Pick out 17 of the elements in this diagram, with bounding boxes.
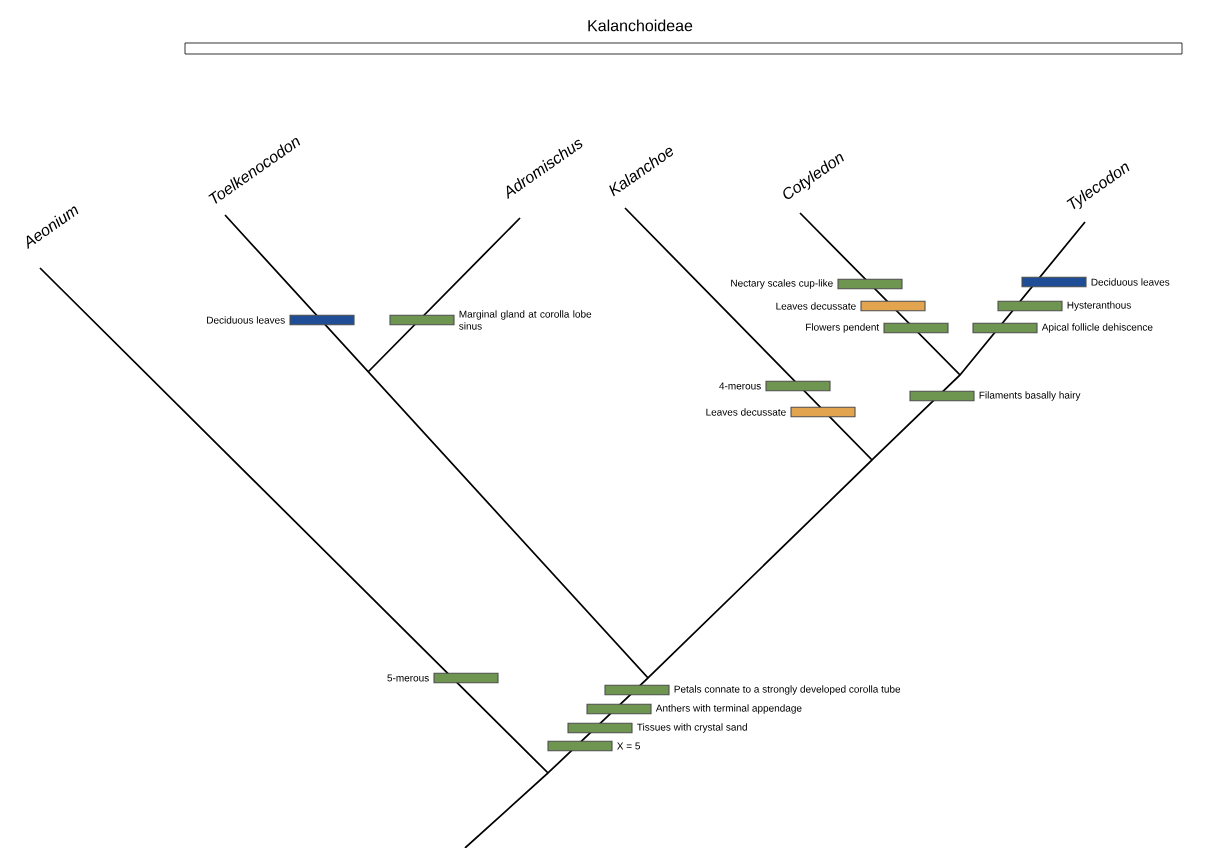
character-label: Filaments basally hairy [979, 391, 1081, 401]
character-label: Deciduous leaves [1091, 278, 1170, 286]
character-label: Deciduous leaves [207, 316, 285, 324]
character-label: X = 5 [617, 742, 640, 750]
clade-name: Kalanchoideae [588, 19, 693, 32]
character-label: Marginal gland at corolla lobe sinus [459, 310, 592, 330]
character-label: Tissues with crystal sand [637, 723, 747, 733]
character-label: Anthers with terminal appendage [655, 704, 802, 714]
character-label: Apical follicle dehiscence [1041, 323, 1153, 333]
character-label: Hysteranthous [1067, 301, 1131, 311]
character-label: Flowers pendent [806, 323, 880, 333]
character-label: 4-merous [719, 382, 761, 390]
character-label: Nectary scales cup-like [731, 279, 833, 289]
character-label: Petals connate to a strongly developed corolla tube [674, 685, 901, 695]
character-label: Leaves decussate [706, 408, 786, 416]
character-label: Leaves decussate [776, 302, 856, 310]
character-label: 5-merous [387, 674, 429, 682]
